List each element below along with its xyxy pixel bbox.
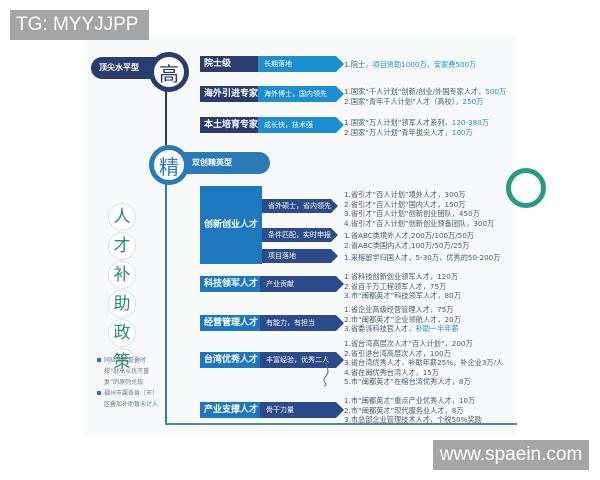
- row-description: 1.省企业高级经营管理人才，75万 2.市“闽都英才”企业领航人才，20万 3.…: [344, 305, 461, 334]
- side-title-char: 人: [108, 203, 136, 231]
- innovation-subtag: 省外硕士，省内领先: [262, 199, 338, 213]
- side-title-char: 补: [108, 261, 136, 289]
- decorative-ring: [506, 168, 546, 208]
- row-description: 1.市“闽都英才”重点产业优秀人才，10万 2.市“闽都英才”现代服务业人才，8…: [344, 396, 482, 425]
- row-label: 经营管理人才: [200, 315, 260, 331]
- side-title-char: 才: [108, 232, 136, 260]
- row-label: 院士级: [200, 56, 258, 72]
- pen-squiggle-icon: [323, 357, 329, 387]
- innovation-subtag: 项目落地: [262, 249, 338, 263]
- row-tag: 有能力，有担当: [260, 315, 344, 331]
- policy-notes: 同级政策重叠时按“就高从优不重复”的原则兑现 福州市属各县（市）区叠加补助暂未计…: [96, 355, 160, 410]
- row-description: 1.国家“千人计划”创新/创业/外国专家人才，500万 2.国家“青年千人计划”…: [344, 87, 507, 106]
- row-label: 海外引进专家: [200, 86, 258, 102]
- row-tag: 成长快，技术强: [258, 117, 344, 133]
- side-title-char: 政: [108, 319, 136, 347]
- innovation-talent-label: 创新创业人才: [200, 186, 262, 264]
- row-management: 经营管理人才 有能力，有担当: [200, 315, 344, 331]
- row-taiwan-talent: 台湾优秀人才 丰富经验，优秀二人: [200, 352, 344, 368]
- watermark-top-left: TG: MYYJJPP: [10, 10, 149, 40]
- connector-line-main: [165, 178, 167, 424]
- row-tech-leader: 科技领军人才 产业贡献: [200, 276, 344, 292]
- row-description: 1.省科技创新创业领军人才，120万 2.省百千万工程领军人才，75万 3.市“…: [344, 272, 461, 301]
- row-industry-support: 产业支撑人才 骨干力量: [200, 402, 344, 418]
- watermark-bottom-right: www.spaein.com: [433, 440, 589, 470]
- row-label: 科技领军人才: [200, 276, 260, 292]
- row-tag: 骨干力量: [260, 402, 344, 418]
- side-title: 人 才 补 助 政 策: [108, 203, 138, 377]
- row-description: 1.国家“万人计划”领军人才系列，120-380万 2.国家“万人计划”青年拔尖…: [344, 118, 489, 137]
- row-description: 1.院士，项目资助1000万，安家费500万: [344, 60, 477, 69]
- tier-badge-jing: 精: [149, 145, 189, 185]
- bottom-rule: [165, 423, 517, 425]
- note-item: 同级政策重叠时按“就高从优不重复”的原则兑现: [96, 355, 160, 388]
- innovation-description: 1.省引才“百人计划”境外人才，300万 2.省引才“百人计划”国内人才，150…: [344, 190, 495, 228]
- row-tag: 丰富经验，优秀二人: [260, 352, 344, 368]
- innovation-description: 1.省ABC类境外人才,200万/100万/50万 2.省ABC类国内人才,10…: [344, 231, 474, 250]
- innovation-description: 1.来榕留学归国人才，5-30万，优秀的50-200万: [344, 253, 501, 262]
- row-label: 台湾优秀人才: [200, 352, 260, 368]
- innovation-subtag: 条件匹配，实时申报: [262, 228, 338, 242]
- row-label: 产业支撑人才: [200, 402, 260, 418]
- tier-badge-gao: 高: [149, 52, 189, 92]
- connector-line-top: [165, 88, 167, 148]
- row-description: 1.省台湾高层次人才“百人计划”，200万 2.省引进台湾高层次人才，100万 …: [344, 339, 504, 387]
- row-local-expert: 本土培育专家 成长快，技术强: [200, 117, 344, 133]
- note-item: 福州市属各县（市）区叠加补助暂未计入: [96, 388, 160, 410]
- row-overseas-expert: 海外引进专家 海外博士，国内领先: [200, 86, 344, 102]
- row-tag: 海外博士，国内领先: [258, 86, 344, 102]
- side-title-char: 助: [108, 290, 136, 318]
- row-academician: 院士级 长期落地: [200, 56, 344, 72]
- row-tag: 长期落地: [258, 56, 344, 72]
- tier-label-elite: 双创精英型: [172, 152, 270, 174]
- side-title-char: 策: [108, 348, 136, 376]
- row-label: 本土培育专家: [200, 117, 258, 133]
- row-tag: 产业贡献: [260, 276, 344, 292]
